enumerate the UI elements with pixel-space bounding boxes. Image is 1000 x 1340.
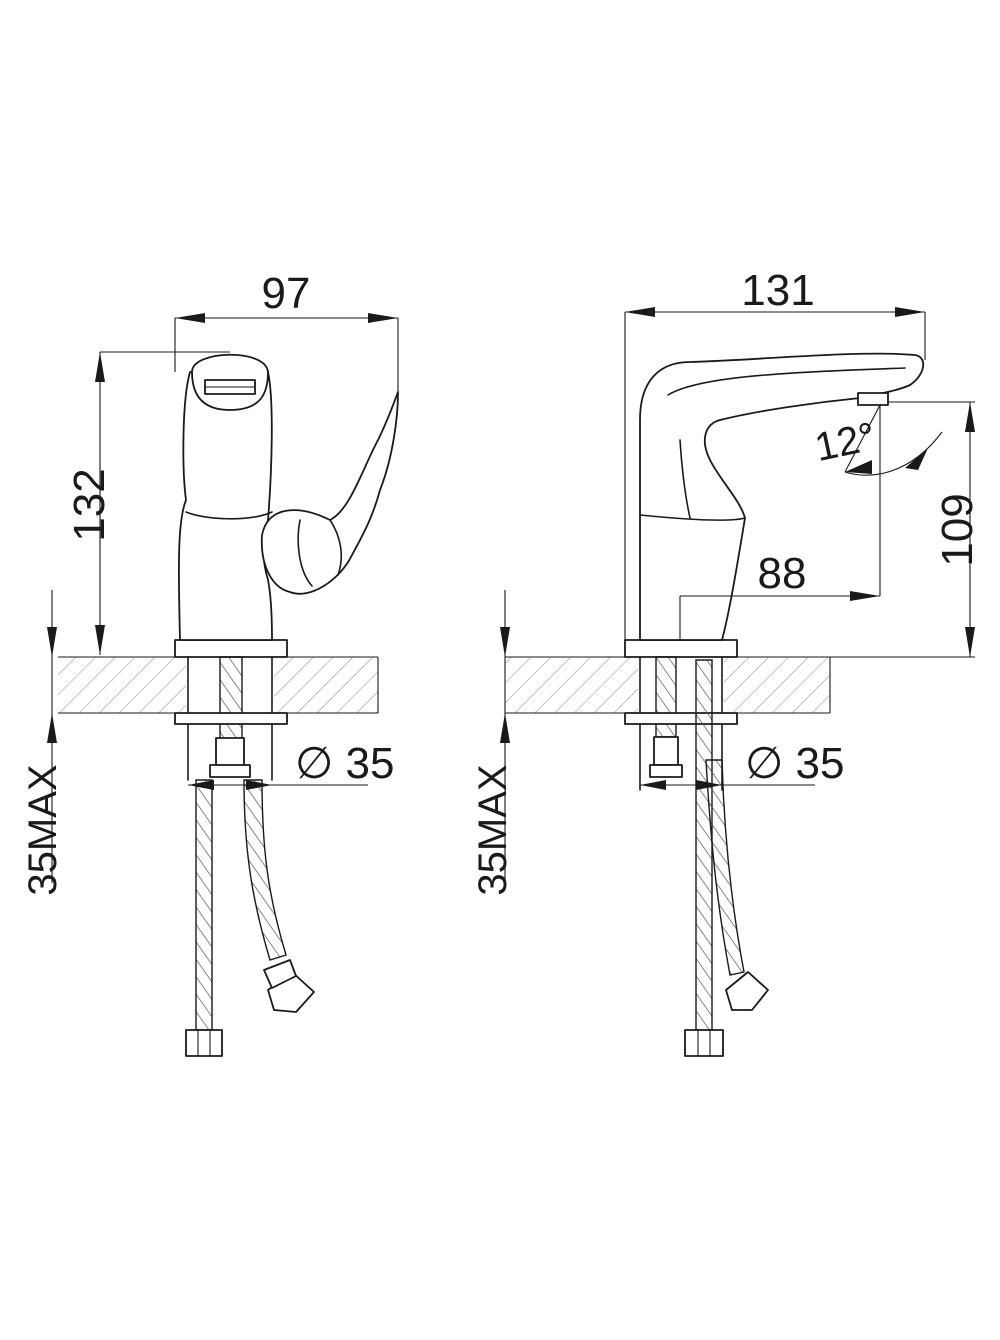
side-thickness-label: 35MAX [21,764,65,895]
mounting-shank-right [624,656,738,791]
side-width-label: 97 [262,269,311,318]
countertop-section-right [505,656,975,714]
front-width-label: 131 [741,266,814,315]
dimension-diameter-right: ∅ 35 [640,739,845,790]
hoses-left [185,779,315,1057]
front-reach-label: 88 [758,549,807,598]
faucet-body-side [174,353,399,658]
side-height-label: 132 [65,468,114,541]
dimension-88: 88 [679,405,881,640]
dimension-97: 97 [174,269,399,392]
front-height-label: 109 [933,493,982,566]
front-view: 131 109 88 12° [471,266,982,1057]
dimension-131: 131 [624,266,926,640]
front-diameter-label: ∅ 35 [745,739,845,788]
side-diameter-label: ∅ 35 [295,739,395,788]
faucet-body-front [624,352,924,658]
dimension-diameter-left: ∅ 35 [188,739,395,790]
angle-12-degree: 12° [811,404,943,476]
hoses-right [684,659,769,1057]
mounting-shank-left [174,656,288,781]
dimension-35max-left: 35MAX [21,590,65,896]
countertop-section-left [58,656,379,714]
side-view: 97 132 35MAX ∅ 35 [21,269,399,1057]
front-thickness-label: 35MAX [471,764,515,895]
dimension-35max-right: 35MAX [471,590,515,896]
dimension-132: 132 [65,351,230,655]
dimension-109: 109 [888,401,982,657]
